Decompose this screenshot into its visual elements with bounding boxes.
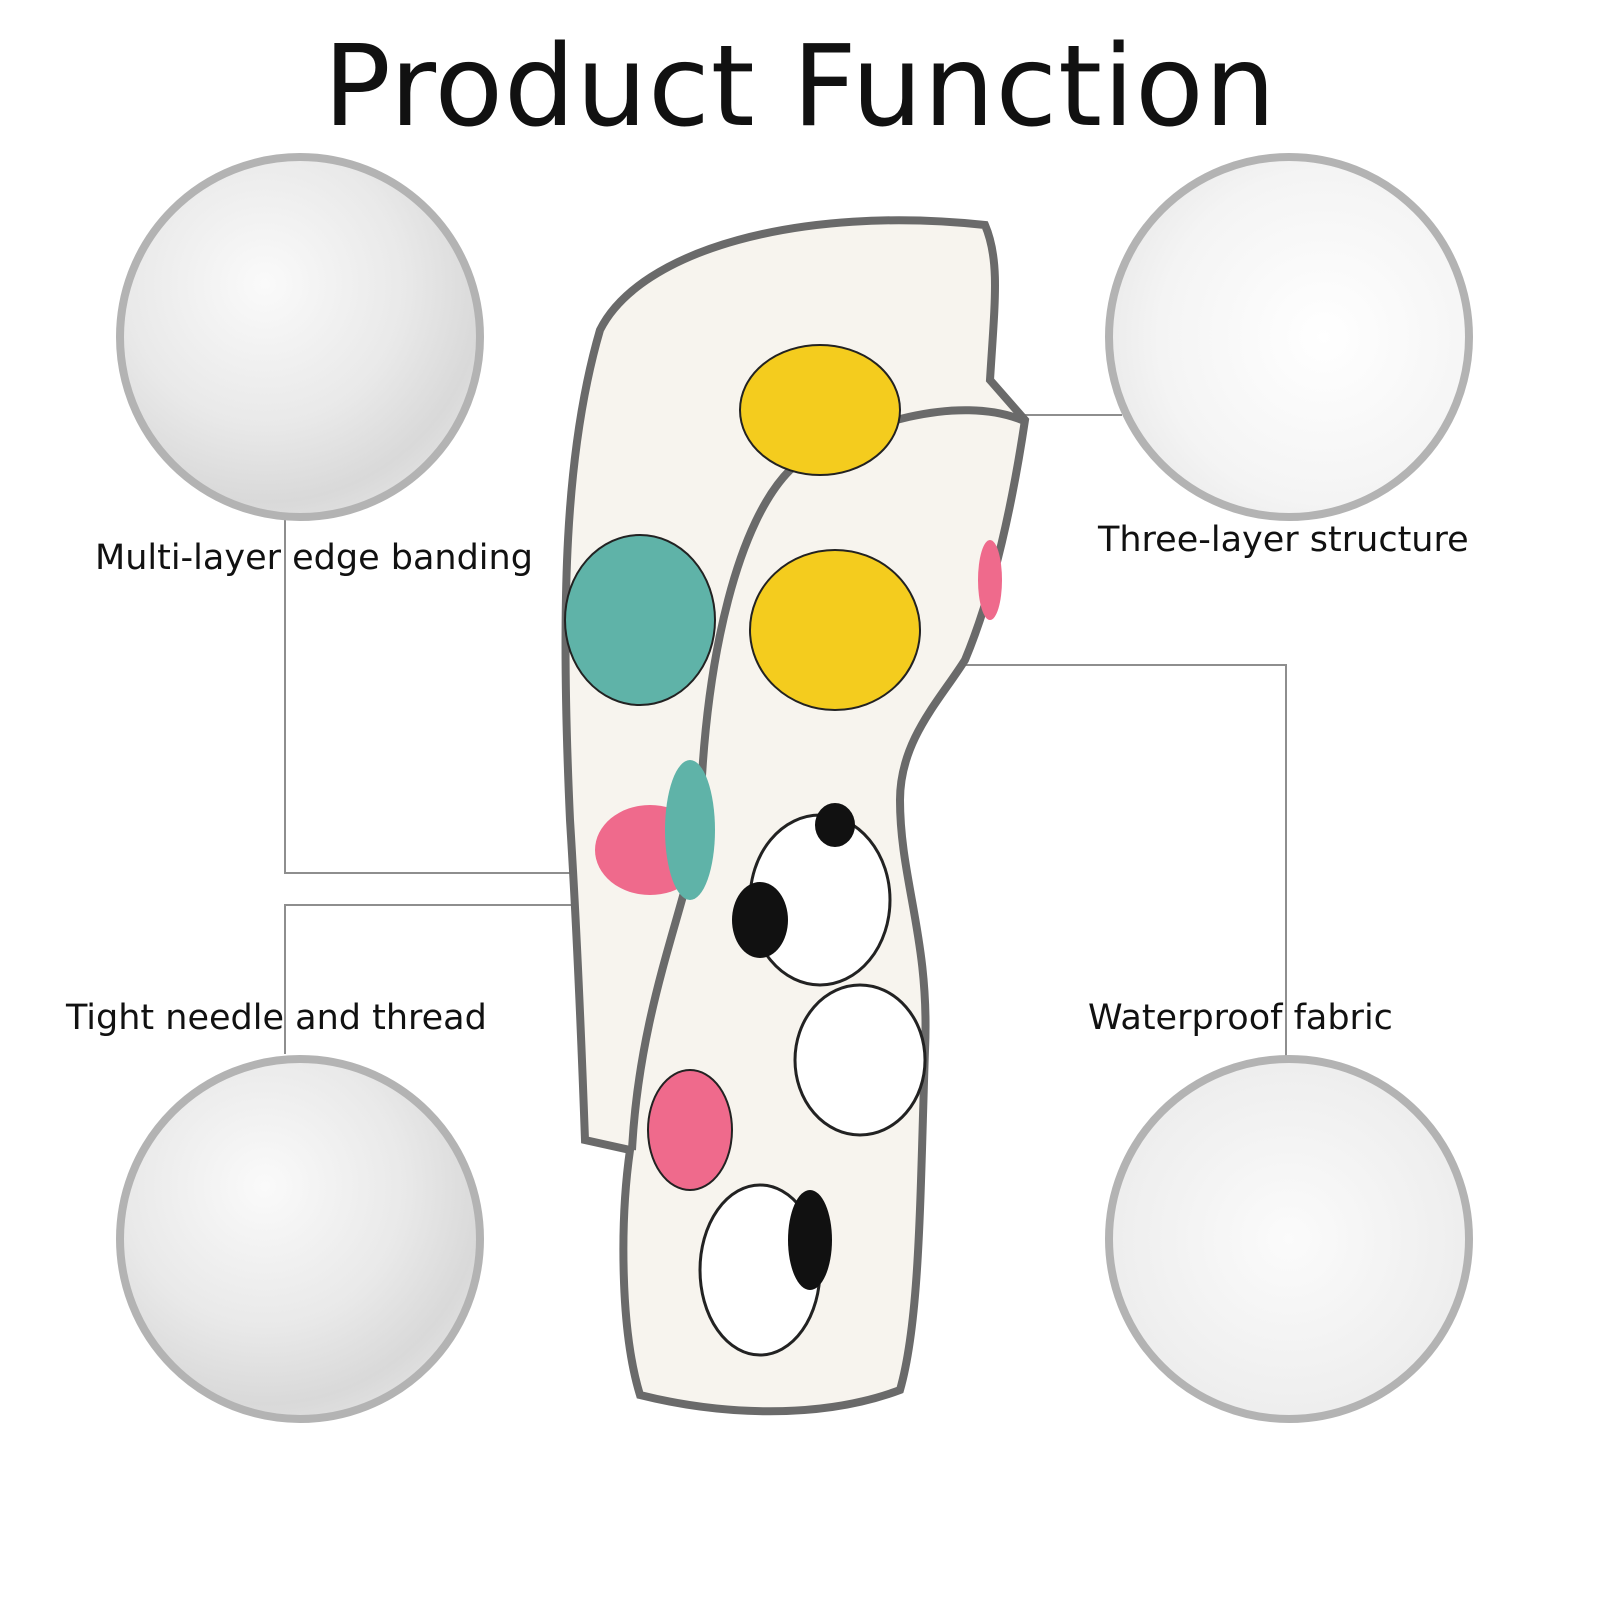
page-title: Product Function	[323, 22, 1277, 152]
stitching-detail-image	[116, 1055, 484, 1423]
waterproof-detail-image	[1105, 1055, 1473, 1423]
feature-label-waterproof: Waterproof fabric	[1088, 998, 1393, 1038]
connector-line	[1022, 414, 1122, 416]
feature-label-three-layer: Three-layer structure	[1098, 520, 1469, 560]
connector-line	[284, 512, 286, 874]
yellow-cat	[739, 344, 901, 476]
connector-line	[284, 904, 604, 906]
pink-cat	[647, 1069, 733, 1191]
connector-line	[284, 904, 286, 1054]
connector-line	[284, 872, 604, 874]
black-spot	[732, 882, 788, 958]
teal-cat	[665, 760, 715, 900]
teal-cat	[564, 534, 716, 706]
white-cat	[793, 983, 927, 1137]
inner-edge-banding	[696, 406, 1024, 821]
pink-cat	[978, 540, 1002, 620]
feature-label-stitching: Tight needle and thread	[66, 998, 487, 1038]
black-spot	[815, 803, 855, 847]
black-spot	[788, 1190, 832, 1290]
yellow-cat	[749, 549, 921, 711]
feature-label-edge-banding: Multi-layer edge banding	[95, 538, 533, 578]
connector-line	[1285, 664, 1287, 1056]
edge-banding-detail-image	[116, 153, 484, 521]
connector-line	[965, 664, 1287, 666]
three-layer-detail-image	[1105, 153, 1473, 521]
